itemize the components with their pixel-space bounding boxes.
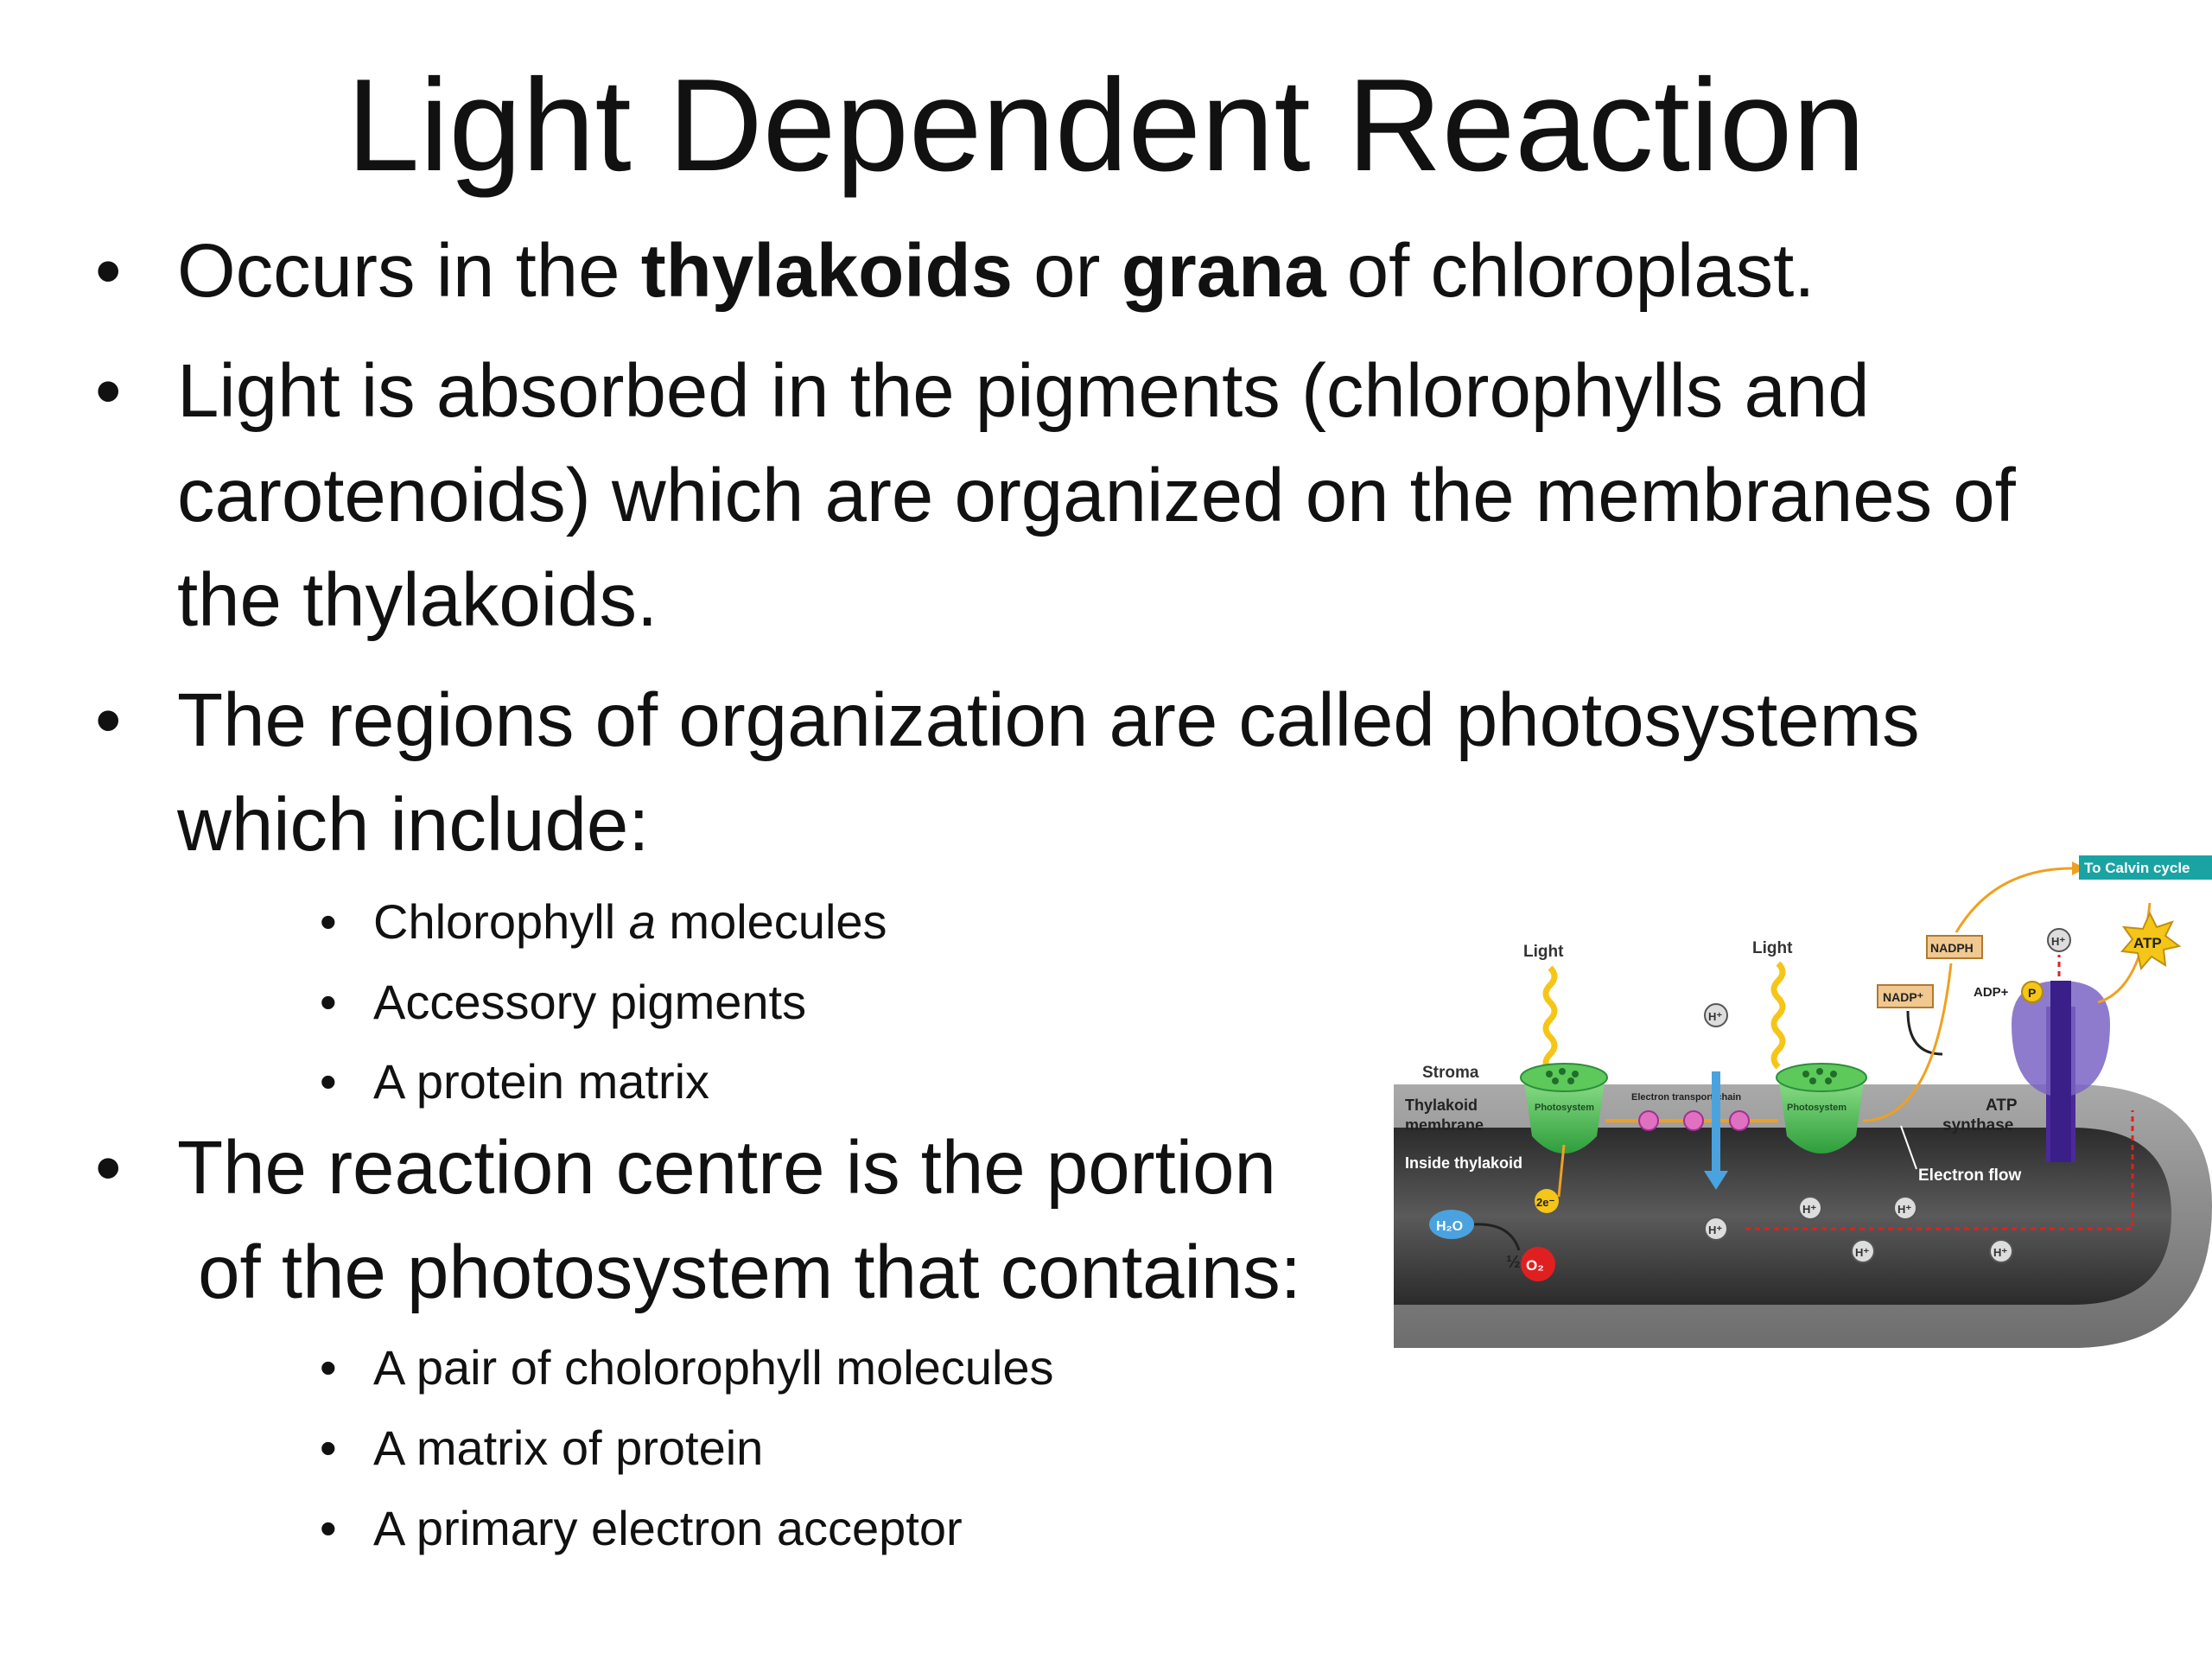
bullet-line: the thylakoids. (177, 558, 658, 642)
label-half: ½ (1506, 1253, 1521, 1272)
bullet-line: which include: (177, 783, 650, 867)
slide-title: Light Dependent Reaction (346, 52, 1866, 199)
electron-2e: 2e⁻ (1535, 1189, 1559, 1213)
nadp-reduction-arrow (1906, 1010, 1943, 1056)
italic-a: a (628, 894, 656, 949)
oxygen-circle: O₂ (1521, 1247, 1555, 1281)
sub-bullet-text: Accessory pigments (373, 975, 807, 1029)
label-atp-synthase-2: synthase (1942, 1116, 2013, 1135)
h2o-bubble: H₂O (1429, 1210, 1474, 1239)
proton-ions: H⁺ H⁺ H⁺ H⁺ H⁺ H⁺ H⁺ (1704, 928, 2071, 1263)
bullet-dot: • (95, 1126, 122, 1210)
phosphate-circle (2021, 981, 2044, 1003)
nadph-to-calvin (1955, 867, 2073, 933)
label-electron-transport-chain: Electron transport chain (1631, 1092, 1741, 1103)
svg-text:H⁺: H⁺ (2051, 935, 2065, 948)
bullet-light-absorbed: • Light is absorbed in the pigments (chl… (95, 339, 2016, 652)
photosystem-left: Photosystem (1520, 1063, 1608, 1154)
label-adp: ADP+ (1974, 985, 2009, 1000)
etc-carrier (1729, 1110, 1750, 1131)
sub-bullet-electron-acceptor: • A primary electron acceptor (320, 1497, 963, 1560)
water-split-arrow (1473, 1223, 1521, 1251)
electron-to-nadp (1862, 963, 1953, 1122)
sub-bullet-protein-matrix-2: • A matrix of protein (320, 1417, 764, 1479)
bullet-thylakoids: • Occurs in the thylakoids or grana of c… (95, 219, 1815, 323)
svg-text:ATP: ATP (2133, 935, 2162, 951)
bullet-dot: • (320, 1054, 337, 1109)
sub-bullet-chlorophyll-pair: • A pair of cholorophyll molecules (320, 1337, 1054, 1399)
bullet-dot: • (320, 894, 337, 949)
sub-bullet-text: A protein matrix (373, 1054, 710, 1109)
bullet-text: of chloroplast. (1325, 229, 1815, 313)
label-thylakoid-membrane-2: membrane (1405, 1116, 1484, 1134)
svg-text:H₂O: H₂O (1436, 1219, 1463, 1234)
bullet-dot: • (95, 349, 122, 433)
label-thylakoid-membrane: Thylakoid (1405, 1096, 1478, 1114)
sub-bullet-chlorophyll-a: • Chlorophyll a molecules (320, 891, 887, 953)
svg-text:NADP⁺: NADP⁺ (1883, 990, 1923, 1004)
bullet-reaction-centre: • The reaction centre is the portion of … (95, 1116, 1301, 1325)
sub-bullet-text: A primary electron acceptor (373, 1501, 963, 1555)
svg-text:O₂: O₂ (1526, 1257, 1544, 1274)
atp-synthase (2012, 981, 2110, 1162)
svg-text:H⁺: H⁺ (1897, 1203, 1911, 1216)
bullet-text: Occurs in the (177, 229, 641, 313)
bullet-dot: • (320, 1501, 337, 1555)
bullet-dot: • (95, 229, 122, 313)
sub-bullet-accessory-pigments: • Accessory pigments (320, 971, 807, 1033)
bullet-line: carotenoids) which are organized on the … (177, 454, 2016, 537)
etc-carrier (1683, 1110, 1704, 1131)
svg-text:H⁺: H⁺ (1802, 1203, 1816, 1216)
label-electron-flow: Electron flow (1918, 1166, 2022, 1185)
svg-text:H⁺: H⁺ (1708, 1224, 1722, 1236)
bullet-dot: • (320, 975, 337, 1029)
sub-bullet-text: molecules (655, 894, 887, 949)
label-light-1: Light (1523, 943, 1564, 961)
term-grana: grana (1121, 229, 1326, 313)
proton-flow-path (1745, 1110, 2134, 1230)
bullet-line: of the photosystem that contains: (177, 1230, 1301, 1314)
label-p: P (2028, 986, 2036, 1000)
label-atp-synthase: ATP (1986, 1096, 2018, 1115)
sub-bullet-text: A pair of cholorophyll molecules (373, 1340, 1054, 1395)
label-photosystem-1: Photosystem (1535, 1103, 1594, 1113)
electron-flow-pointer (1900, 1125, 1917, 1170)
electron-to-ps (1557, 1144, 1566, 1198)
nadph-box: NADPH (1926, 935, 1983, 959)
bullet-line: The reaction centre is the portion (177, 1126, 1276, 1210)
sub-bullet-text: Chlorophyll (373, 894, 629, 949)
nadp-box: NADP⁺ (1877, 984, 1934, 1008)
label-light-2: Light (1752, 939, 1793, 957)
etc-carrier (1638, 1110, 1659, 1131)
bullet-dot: • (320, 1340, 337, 1395)
to-calvin-cycle-label: To Calvin cycle (2079, 855, 2212, 880)
svg-text:H⁺: H⁺ (1708, 1010, 1722, 1023)
svg-text:H⁺: H⁺ (1993, 1246, 2007, 1259)
light-wave-1 (1542, 965, 1558, 1074)
term-thylakoids: thylakoids (640, 229, 1013, 313)
bullet-dot: • (320, 1421, 337, 1475)
sub-bullet-protein-matrix: • A protein matrix (320, 1051, 710, 1113)
bullet-text: or (1013, 229, 1122, 313)
label-inside-thylakoid: Inside thylakoid (1405, 1154, 1522, 1172)
photosystem-right: Photosystem (1776, 1063, 1867, 1154)
svg-text:H⁺: H⁺ (1855, 1246, 1869, 1259)
svg-text:2e⁻: 2e⁻ (1536, 1196, 1554, 1209)
thylakoid-membrane-diagram: Stroma Thylakoid membrane Inside thylako… (1394, 855, 2212, 1348)
bullet-line: The regions of organization are called p… (177, 678, 1920, 762)
label-stroma: Stroma (1422, 1064, 1479, 1082)
proton-pump-arrowhead (1704, 1171, 1728, 1190)
light-wave-2 (1770, 961, 1786, 1070)
bullet-line: Light is absorbed in the pigments (chlor… (177, 349, 1870, 433)
atp-burst: ATP (2120, 911, 2182, 971)
sub-bullet-text: A matrix of protein (373, 1421, 764, 1475)
svg-text:To Calvin cycle: To Calvin cycle (2084, 860, 2190, 876)
bullet-photosystems: • The regions of organization are called… (95, 668, 1920, 877)
bullet-dot: • (95, 678, 122, 762)
label-photosystem-2: Photosystem (1787, 1103, 1847, 1113)
svg-text:NADPH: NADPH (1930, 941, 1974, 955)
